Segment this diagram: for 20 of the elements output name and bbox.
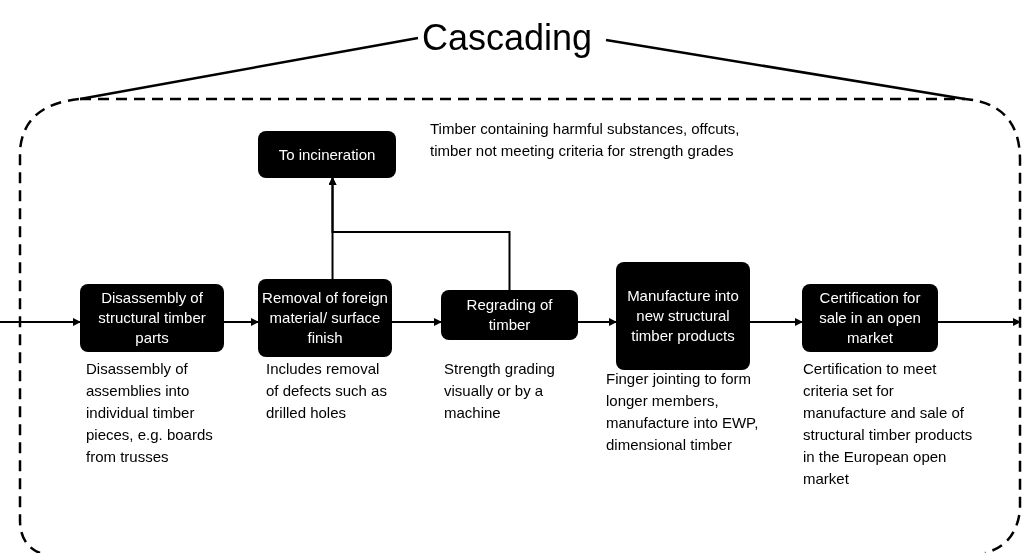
process-box: Certification for sale in an open market	[802, 284, 938, 352]
process-box: Manufacture into new structural timber products	[616, 262, 750, 370]
arrow	[749, 318, 803, 326]
arrow	[937, 318, 1021, 326]
arrow	[391, 318, 442, 326]
arrow	[0, 318, 81, 326]
description-text: Disassembly of assemblies into individual timber pieces, e.g. boards from trusses	[86, 359, 214, 467]
arrow	[577, 318, 617, 326]
description-text: Certification to meet criteria set for manufacture and sale of structural timber products in the European open market	[803, 359, 973, 489]
description-text: Timber containing harmful substances, offcuts, timber not meeting criteria for strength grades	[430, 119, 741, 161]
arrow	[328, 177, 511, 291]
description-text: Strength grading visually or by a machine	[444, 359, 556, 423]
description-text: Includes removal of defects such as drilled holes	[266, 359, 388, 423]
arrow	[223, 318, 259, 326]
process-box: To incineration	[258, 131, 396, 178]
process-box: Disassembly of structural timber parts	[80, 284, 224, 352]
process-box: Removal of foreign material/ surface finish	[258, 279, 392, 357]
description-text: Finger jointing to form longer members, manufacture into EWP, dimensional timber	[606, 369, 760, 455]
process-box: Regrading of timber	[441, 290, 578, 340]
title: Cascading	[422, 20, 593, 56]
